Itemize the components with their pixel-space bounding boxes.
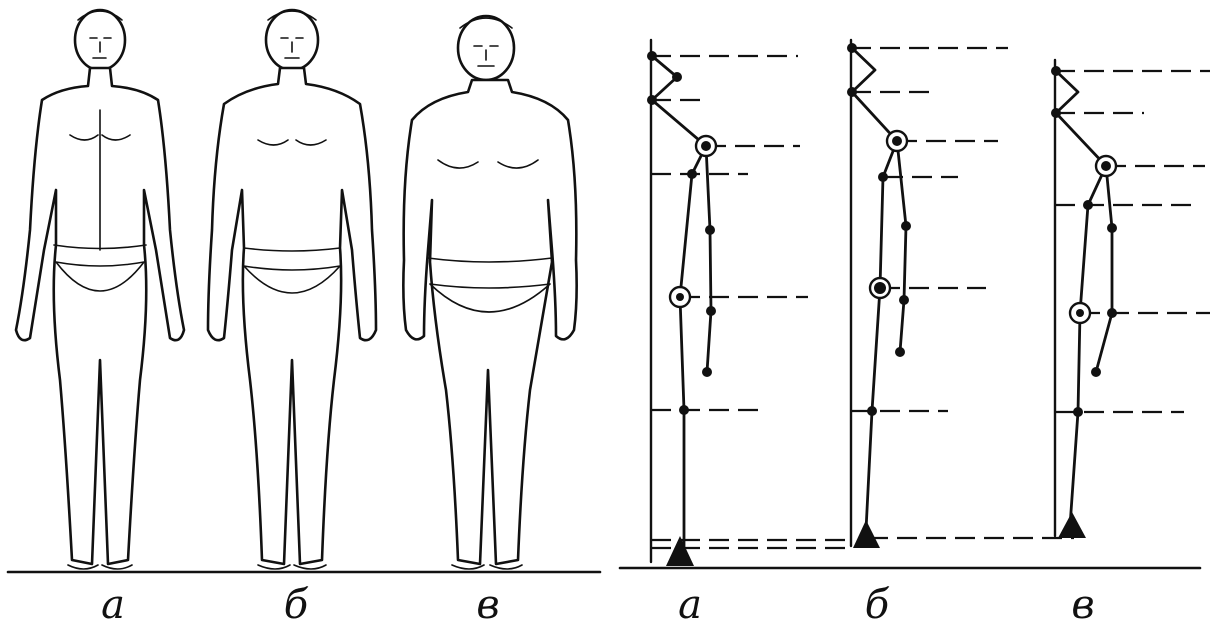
scheme-b-arm [897,141,906,352]
scheme-c-arm [1096,166,1112,372]
figure-a [16,10,184,569]
schemes-panel: а б в [620,40,1210,628]
figure-a-head [75,10,125,70]
scheme-c-spine [1056,71,1106,526]
figure-c-head [458,16,514,80]
scheme-c [1051,60,1210,538]
scheme-b-foot-triangle [853,520,880,548]
scheme-a-arm [706,146,711,372]
scheme-b-label: б [865,582,890,628]
figure-b [208,10,376,569]
figure-b-label: б [284,582,309,628]
scheme-a-label: а [678,582,702,628]
figure-a-label: а [101,582,125,628]
figures-panel: а б в [8,10,600,628]
figure-c [403,16,576,569]
scheme-c-label: в [1071,582,1094,628]
scheme-b [847,40,1074,548]
scheme-a [647,40,848,566]
figure-b-head [266,10,318,70]
figure-b-body [208,68,376,564]
scheme-c-foot-triangle [1058,512,1086,538]
figure-c-label: в [476,582,499,628]
figure-c-body [403,80,576,564]
